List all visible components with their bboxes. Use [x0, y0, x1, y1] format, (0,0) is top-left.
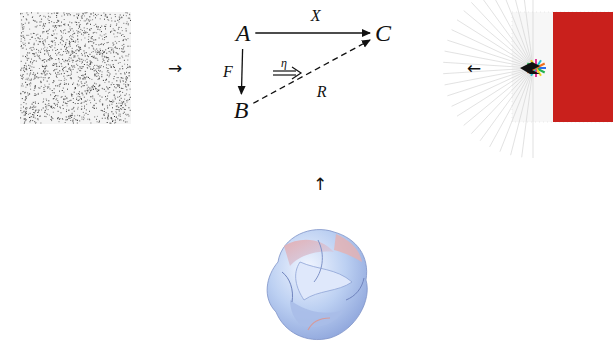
- arrow-symbol: →: [168, 60, 182, 77]
- morphism-label: F: [223, 64, 233, 80]
- arrow-symbol: ←: [467, 60, 481, 77]
- morphism-arrow: [253, 40, 370, 103]
- object-node: C: [372, 19, 394, 47]
- arrow-symbol: ↑: [313, 176, 327, 193]
- morphism-label: X: [311, 8, 321, 24]
- object-name: B: [234, 97, 249, 123]
- object-name: A: [236, 20, 251, 46]
- object-node: A: [233, 19, 254, 47]
- complex-plot: [443, 0, 613, 158]
- object-name: C: [375, 20, 391, 46]
- noise-texture: [20, 12, 131, 124]
- object-node: B: [231, 96, 252, 124]
- morphism-arrow: [241, 49, 242, 94]
- morphism-arrow: [255, 32, 370, 33]
- calabi-yau-surface: [267, 230, 367, 340]
- natural-transformation-label: η: [280, 57, 288, 69]
- morphism-label: R: [317, 84, 327, 100]
